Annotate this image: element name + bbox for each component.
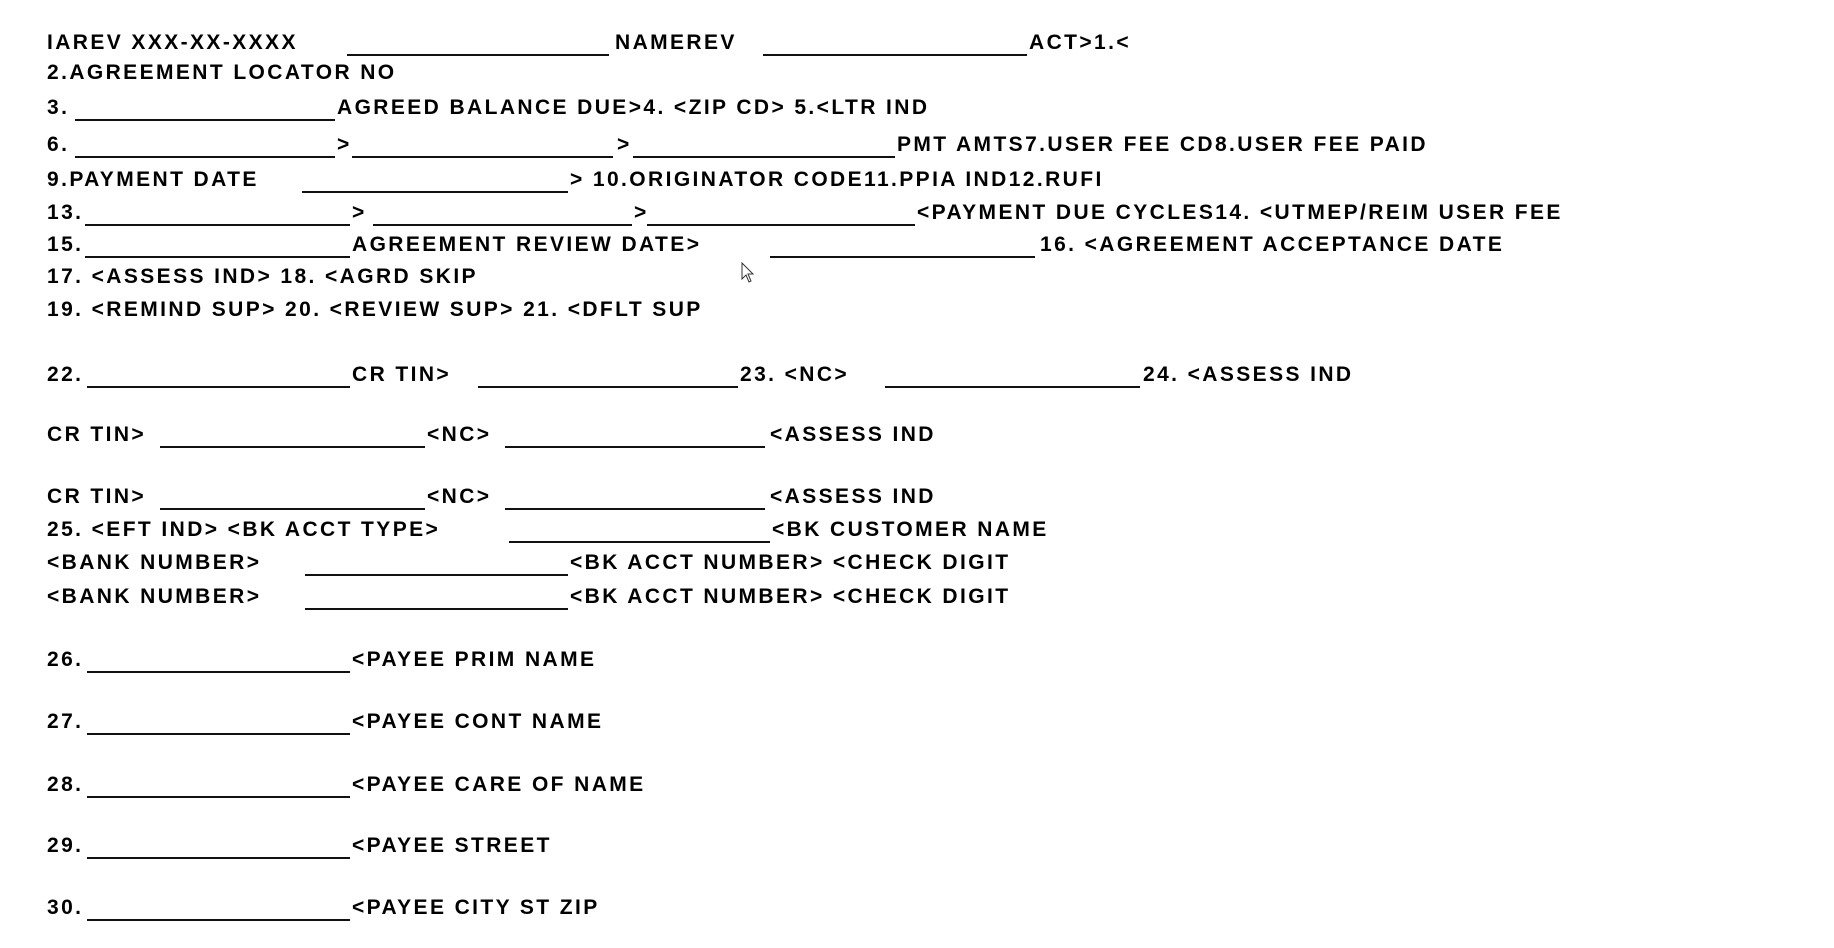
field-3-label: 3. <box>47 96 70 119</box>
payee-cont-name-input[interactable] <box>87 733 350 735</box>
nc-label: <NC> <box>427 485 492 508</box>
payee-city-st-zip-label: <PAYEE CITY ST ZIP <box>352 896 600 919</box>
bk-acct-number-label: <BK ACCT NUMBER> <CHECK DIGIT <box>570 585 1011 608</box>
separator: > <box>337 133 352 156</box>
review-date-input[interactable] <box>85 256 350 258</box>
payee-care-of-name-label: <PAYEE CARE OF NAME <box>352 773 646 796</box>
separator: > <box>617 133 632 156</box>
bank-number-input[interactable] <box>305 574 568 576</box>
payee-city-st-zip-input[interactable] <box>87 919 350 921</box>
field-22-label: 22. <box>47 363 84 386</box>
agreed-balance-input[interactable] <box>75 119 335 121</box>
nc-label: 23. <NC> <box>740 363 850 386</box>
payee-street-input[interactable] <box>87 857 350 859</box>
acceptance-date-input[interactable] <box>770 256 1035 258</box>
bk-customer-name-label: <BK CUSTOMER NAME <box>772 518 1049 541</box>
cr-tin-input[interactable] <box>160 508 425 510</box>
review-date-label: AGREEMENT REVIEW DATE> <box>352 233 702 256</box>
cr-tin-label: CR TIN> <box>352 363 452 386</box>
assess-ind-label: <ASSESS IND <box>770 485 936 508</box>
nc-input[interactable] <box>505 446 765 448</box>
payment-due-cycles-label: <PAYMENT DUE CYCLES14. <UTMEP/REIM USER … <box>917 201 1563 224</box>
field-29-label: 29. <box>47 834 84 857</box>
act-label: ACT>1.< <box>1029 31 1131 54</box>
nc-label: <NC> <box>427 423 492 446</box>
cr-tin-input[interactable] <box>160 446 425 448</box>
assess-ind-label: <ASSESS IND <box>770 423 936 446</box>
ssn-label: IAREV XXX-XX-XXXX <box>47 31 298 54</box>
cr-tin-input[interactable] <box>478 386 738 388</box>
originator-code-label: > 10.ORIGINATOR CODE11.PPIA IND12.RUFI <box>570 168 1104 191</box>
assess-skip-label: 17. <ASSESS IND> 18. <AGRD SKIP <box>47 265 478 288</box>
bank-number-label: <BANK NUMBER> <box>47 551 262 574</box>
payee-prim-name-input[interactable] <box>87 671 350 673</box>
payment-date-label: 9.PAYMENT DATE <box>47 168 259 191</box>
bk-acct-number-label: <BK ACCT NUMBER> <CHECK DIGIT <box>570 551 1011 574</box>
pmt-amt-1-input[interactable] <box>75 156 335 158</box>
agreed-balance-label: AGREED BALANCE DUE>4. <ZIP CD> 5.<LTR IN… <box>337 96 930 119</box>
payee-street-label: <PAYEE STREET <box>352 834 552 857</box>
field-28-label: 28. <box>47 773 84 796</box>
payee-care-of-name-input[interactable] <box>87 796 350 798</box>
separator: > <box>634 201 649 224</box>
payee-prim-name-label: <PAYEE PRIM NAME <box>352 648 597 671</box>
nc-input[interactable] <box>505 508 765 510</box>
agreement-locator-label: 2.AGREEMENT LOCATOR NO <box>47 61 397 84</box>
field-30-label: 30. <box>47 896 84 919</box>
field-13-label: 13. <box>47 201 84 224</box>
bank-number-input[interactable] <box>305 608 568 610</box>
pmt-amt-3-input[interactable] <box>633 156 895 158</box>
nc-input[interactable] <box>885 386 1140 388</box>
due-cycle-1-input[interactable] <box>85 224 350 226</box>
bank-number-label: <BANK NUMBER> <box>47 585 262 608</box>
field-27-label: 27. <box>47 710 84 733</box>
pmt-amts-label: PMT AMTS7.USER FEE CD8.USER FEE PAID <box>897 133 1428 156</box>
bk-acct-type-input[interactable] <box>509 541 770 543</box>
due-cycle-2-input[interactable] <box>373 224 632 226</box>
field-15-label: 15. <box>47 233 84 256</box>
payee-cont-name-label: <PAYEE CONT NAME <box>352 710 604 733</box>
due-cycle-3-input[interactable] <box>647 224 915 226</box>
ssn-input[interactable] <box>347 54 609 56</box>
separator: > <box>352 201 367 224</box>
mouse-pointer-icon <box>741 262 755 283</box>
name-label: NAMEREV <box>615 31 737 54</box>
suppress-flags-label: 19. <REMIND SUP> 20. <REVIEW SUP> 21. <D… <box>47 298 703 321</box>
pmt-amt-2-input[interactable] <box>352 156 613 158</box>
eft-acct-type-label: 25. <EFT IND> <BK ACCT TYPE> <box>47 518 441 541</box>
payment-date-input[interactable] <box>302 191 568 193</box>
assess-ind-label: 24. <ASSESS IND <box>1143 363 1354 386</box>
name-input[interactable] <box>763 54 1027 56</box>
field-6-label: 6. <box>47 133 70 156</box>
field-22-input[interactable] <box>87 386 350 388</box>
field-26-label: 26. <box>47 648 84 671</box>
cr-tin-label: CR TIN> <box>47 485 147 508</box>
cr-tin-label: CR TIN> <box>47 423 147 446</box>
acceptance-date-label: 16. <AGREEMENT ACCEPTANCE DATE <box>1040 233 1505 256</box>
